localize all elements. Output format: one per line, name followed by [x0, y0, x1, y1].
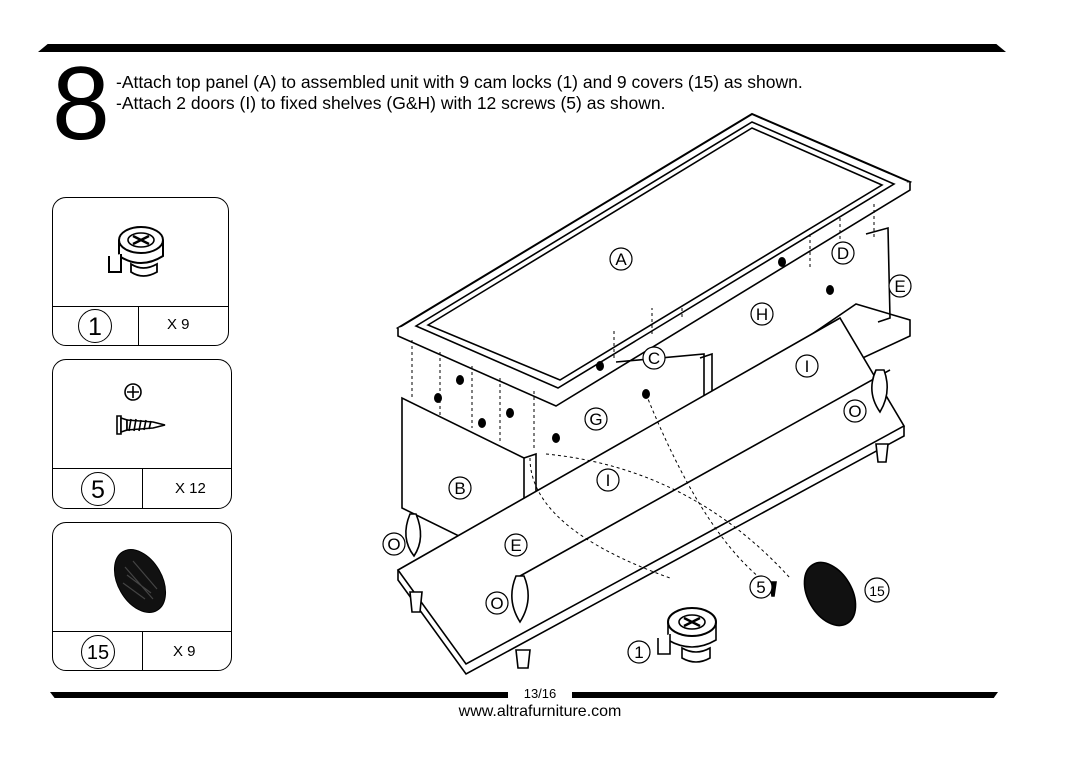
footer-rule-left	[50, 692, 508, 698]
label-o-left: O	[387, 535, 400, 554]
part-number-badge: 5	[81, 472, 115, 506]
guide-lines	[411, 204, 875, 448]
part-labels: A B C D E E G H I I O O O 1 5 15	[382, 241, 912, 664]
part-quantity: X 9	[173, 643, 196, 660]
label-h: H	[756, 305, 768, 324]
callout-label-1: 1	[634, 643, 643, 662]
callout-cam-lock-icon	[657, 607, 717, 663]
callout-paths	[529, 393, 791, 579]
website-link[interactable]: www.altrafurniture.com	[458, 703, 622, 720]
label-o-front: O	[490, 594, 503, 613]
part-quantity: X 12	[175, 480, 206, 497]
step-number: 8	[52, 46, 110, 162]
cam-lock-holes	[434, 257, 834, 443]
part-card-screw: 5 X 12	[52, 359, 232, 509]
label-o-right: O	[848, 402, 861, 421]
part-quantity: X 9	[167, 316, 190, 333]
cover-cap-icon	[113, 549, 167, 613]
label-b: B	[454, 479, 465, 498]
top-panel	[395, 112, 913, 407]
label-c: C	[648, 349, 660, 368]
footer-rule-right	[572, 692, 998, 698]
part-number-badge: 15	[81, 635, 115, 669]
label-d: D	[837, 244, 849, 263]
instruction-line-2: -Attach 2 doors (I) to fixed shelves (G&…	[116, 93, 666, 113]
callout-label-15: 15	[869, 583, 885, 599]
instruction-line-1: -Attach top panel (A) to assembled unit …	[116, 72, 803, 92]
part-card-cam-lock: 1 X 9	[52, 197, 229, 346]
page-number: 13/16	[523, 686, 557, 701]
label-e-right: E	[894, 277, 905, 296]
legs	[405, 369, 889, 669]
callout-cover-icon	[803, 561, 857, 627]
label-e-left: E	[510, 536, 521, 555]
label-i-left: I	[606, 471, 611, 490]
label-i-right: I	[805, 357, 810, 376]
header-rule	[38, 44, 1006, 52]
callout-label-5: 5	[756, 578, 765, 597]
part-number-badge: 1	[78, 309, 112, 343]
screw-icon	[116, 383, 166, 435]
cam-lock-icon	[108, 226, 164, 277]
label-a: A	[615, 250, 627, 269]
label-g: G	[589, 410, 602, 429]
part-card-cover: 15 X 9	[52, 522, 232, 671]
assembly-diagram: A B C D E E G H I I O O O 1 5 15	[382, 112, 913, 676]
